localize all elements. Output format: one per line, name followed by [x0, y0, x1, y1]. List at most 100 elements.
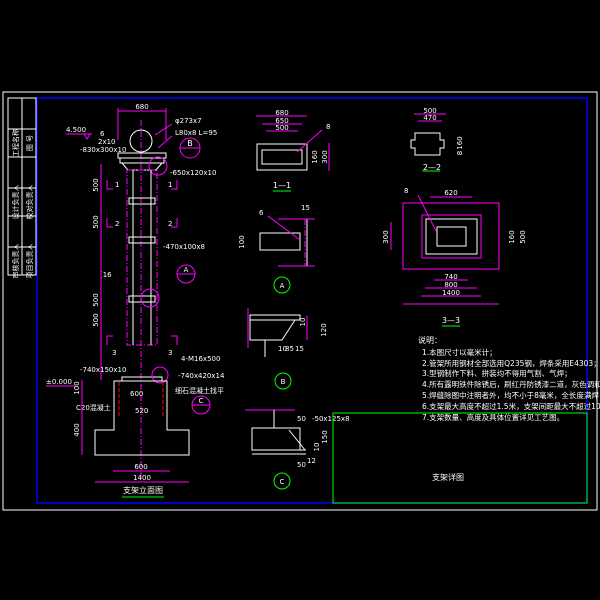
detail-mark-a[interactable]: A	[184, 266, 189, 274]
detail-mark-c[interactable]: C	[199, 397, 204, 405]
elevation-title: 支架立面图	[123, 485, 163, 495]
note-item: 7.支架数量、高度及具体位置详见工艺图。	[422, 412, 564, 422]
note-item: 4.所有露明铁件除锈后，刷红丹防锈漆二道，灰色调和漆二道；	[422, 379, 600, 389]
dim-label: 400	[73, 423, 81, 436]
dim-label: 100	[73, 381, 81, 394]
dim-label: 8	[456, 151, 464, 155]
dim-label: 300	[382, 230, 390, 243]
dim-label: 1400	[133, 474, 151, 482]
elevation-label: 4.500	[66, 126, 86, 134]
weld-label: 6	[100, 130, 105, 138]
column-label: [16	[100, 271, 112, 279]
concrete-foundation	[94, 380, 190, 456]
inner-frame	[36, 97, 588, 504]
dim-label: 160	[311, 150, 319, 163]
dim-label: 740	[444, 273, 457, 281]
weld-label: 8	[326, 123, 330, 131]
drawing-title: 支架详图	[432, 472, 464, 482]
section-2-2: 500 470 160 8 2—2	[410, 107, 464, 172]
section-mark: 3	[168, 349, 172, 357]
left-title-block: 工程名称 图 号 设计负责人 校对负责人 审核负责人 项目负责人	[7, 97, 37, 279]
dim-label: 520	[135, 407, 148, 415]
note-item: 5.焊缝除图中注明者外，均不小于8毫米，全长度满焊；	[422, 390, 600, 400]
weld-label: 8	[404, 187, 408, 195]
tb-row: 校对负责人	[25, 185, 34, 220]
tb-row: 项目负责人	[25, 244, 34, 279]
dim-label: 10	[278, 345, 287, 353]
weld-label: 6	[259, 209, 264, 217]
concrete-label: C20混凝土	[76, 403, 111, 412]
dim-label: 300	[321, 150, 329, 163]
section-mark: 3	[112, 349, 116, 357]
dim-label: 680	[135, 103, 148, 111]
detail-mark-b[interactable]: B	[187, 139, 193, 148]
detail-c: 50 -50x125x8 150 10 50 12 C	[245, 409, 350, 490]
note-item: 2.管架所用钢材全部选用Q235钢，焊条采用E4303；	[422, 358, 600, 368]
dim-label: 50	[297, 415, 306, 423]
dim-label: 85	[285, 345, 294, 353]
tb-row: 图 号	[26, 135, 34, 151]
dim-label: 100	[238, 235, 246, 248]
grout-label: 细石混凝土找平	[175, 386, 224, 395]
dim-label: 620	[444, 189, 457, 197]
plate-label: -740x420x14	[178, 372, 225, 380]
dim-label: 1400	[442, 289, 460, 297]
section-mark: 2	[115, 220, 119, 228]
section-mark: 2	[168, 220, 172, 228]
note-item: 3.型钢制作下料、拼装均不得用气割、气焊；	[422, 368, 572, 378]
section-title: 2—2	[423, 163, 441, 172]
section-title: 1—1	[273, 181, 291, 190]
dim-label: 680	[275, 109, 288, 117]
dim-label: 50	[297, 461, 306, 469]
dim-label: 120	[320, 323, 328, 336]
section-mark: 1	[115, 181, 119, 189]
note-item: 6.支架最大高度不超过1.5米，支架间距最大不超过10米；	[422, 401, 600, 411]
plate-label: -50x125x8	[312, 415, 350, 423]
dim-label: 500	[92, 313, 100, 326]
detail-label-c: C	[280, 478, 285, 486]
angle-label: L80x8 L=95	[175, 129, 217, 137]
dim-label: 600	[130, 390, 143, 398]
dim-label: 500	[92, 178, 100, 191]
plate-label: -740x150x10	[80, 366, 126, 374]
detail-label-b: B	[281, 378, 286, 386]
dim-label: 500	[275, 124, 288, 132]
dim-label: 160	[456, 136, 464, 149]
dim-label: 2x10	[98, 138, 116, 146]
tb-row: 设计负责人	[11, 185, 20, 220]
dim-label: 500	[92, 215, 100, 228]
elevation-label: ±0.000	[46, 378, 72, 386]
support-elevation: 680 φ273x7 L80x8 L=95 6 2x10 -830x300x10…	[46, 103, 225, 498]
dim-label: 15	[301, 204, 310, 212]
dim-label: 650	[275, 117, 288, 125]
general-notes: 说明： 1.本图尺寸以毫米计； 2.管架所用钢材全部选用Q235钢，焊条采用E4…	[418, 335, 600, 422]
title-box	[332, 412, 588, 504]
section-1-1: 680 650 500 160 300 8 1—1	[256, 109, 330, 192]
notes-heading: 说明：	[418, 335, 442, 345]
plate-label: -650x120x10	[170, 169, 216, 177]
dim-label: 500	[92, 293, 100, 306]
dim-label: 500	[423, 107, 436, 115]
dim-label: 600	[134, 463, 147, 471]
dim-label: 500	[519, 230, 527, 243]
stiffener-label: -470x100x8	[163, 243, 205, 251]
dim-label: 160	[508, 230, 516, 243]
section-title: 3—3	[442, 316, 460, 325]
detail-label-a: A	[280, 282, 285, 290]
dim-label: 800	[444, 281, 457, 289]
dim-label: 12	[307, 457, 316, 465]
dim-label: 150	[321, 430, 329, 443]
bolts-label: 4-M16x500	[181, 355, 220, 363]
dim-label: 10	[299, 318, 307, 327]
dim-label: 470	[423, 114, 436, 122]
plate-label: -830x300x10	[80, 146, 126, 154]
tb-row: 工程名称	[11, 129, 20, 157]
outer-frame	[2, 91, 598, 511]
detail-a: 15 100 6 A	[238, 204, 315, 294]
dim-label: 15	[295, 345, 304, 353]
dim-label: 10	[313, 443, 321, 452]
tb-row: 审核负责人	[11, 244, 20, 279]
pipe-label: φ273x7	[175, 117, 202, 125]
detail-b: 10 120 10 85 15 B	[247, 308, 328, 390]
